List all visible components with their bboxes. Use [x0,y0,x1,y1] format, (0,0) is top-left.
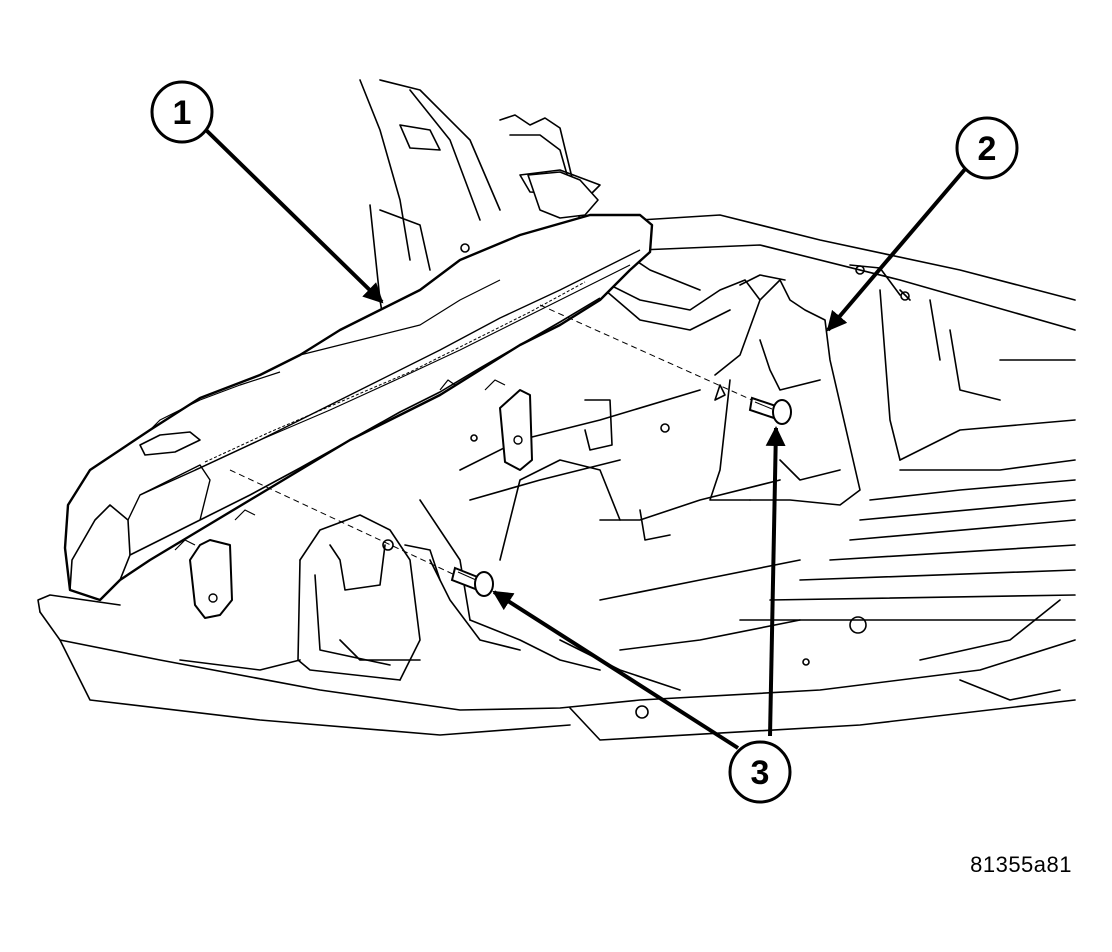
figure-id-label: 81355a81 [970,852,1072,877]
callout-2: 2 [955,116,1019,180]
leader-line-1 [204,128,384,304]
seat-bar-assembly [63,171,654,619]
callout-2-number: 2 [978,130,997,168]
callout-3: 3 [728,740,792,804]
callout-1: 1 [150,80,214,144]
leader-line-2 [826,166,968,332]
mounting-bolt-right [748,396,792,425]
callout-1-number: 1 [173,94,192,132]
leader-line-3a [492,590,740,750]
leader-line-3b [765,426,786,737]
callout-leaders [204,128,968,750]
mounting-bolt-left [450,566,494,597]
callout-3-number: 3 [751,754,770,792]
vehicle-floor-lineart [37,79,1076,741]
alignment-lines [229,304,753,576]
